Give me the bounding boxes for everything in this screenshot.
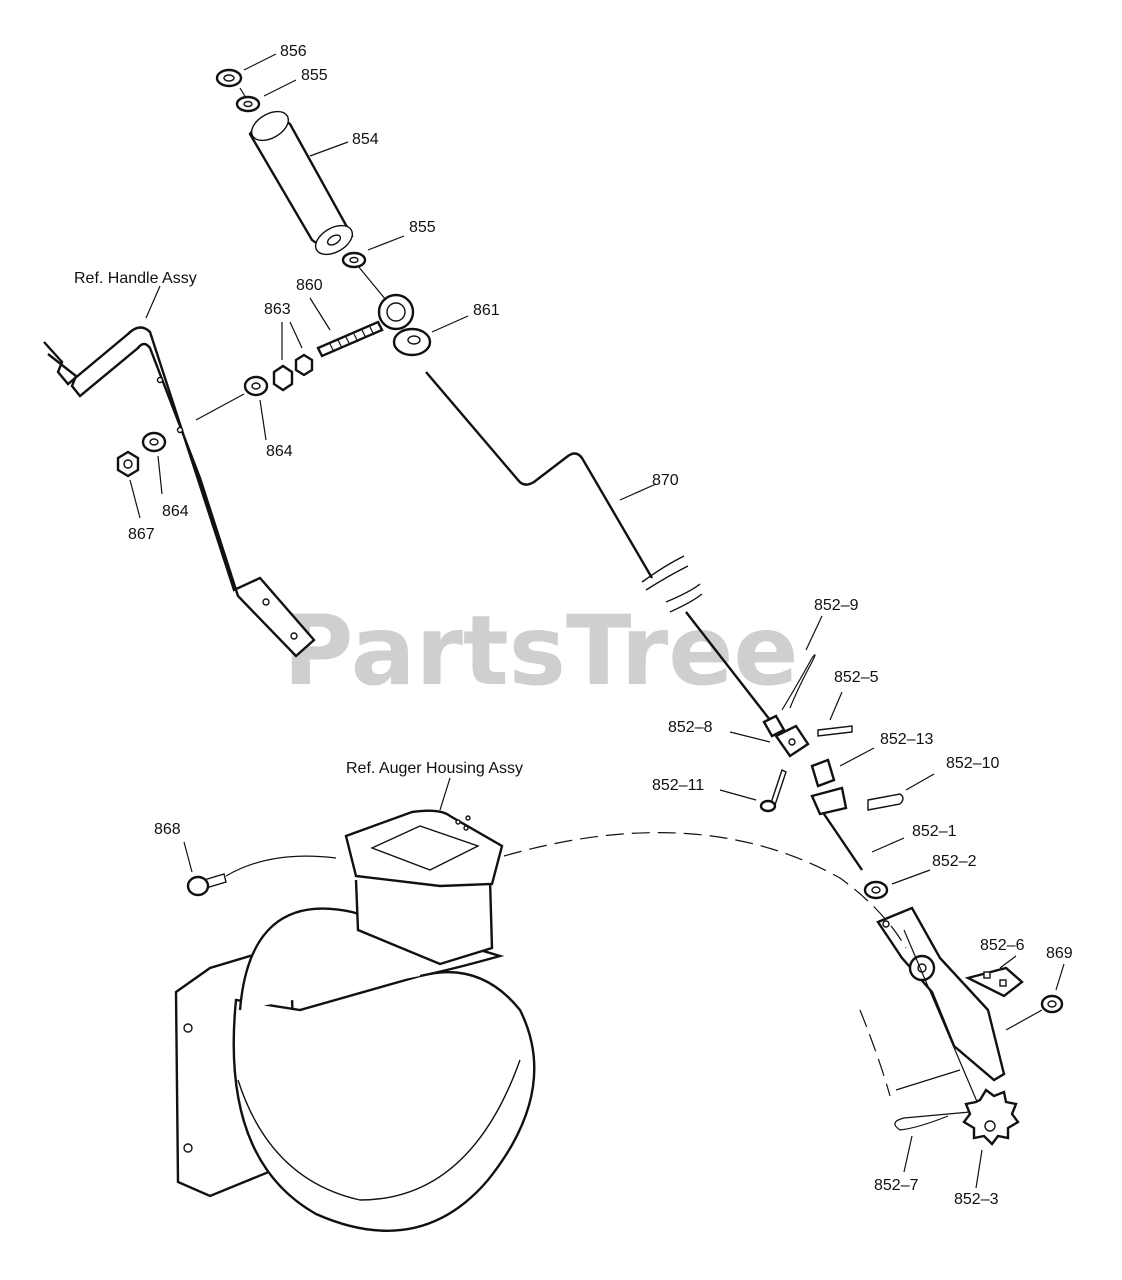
label-852-6: 852–6 (980, 937, 1025, 954)
washer-855-bottom (341, 251, 367, 269)
label-869: 869 (1046, 945, 1073, 962)
label-852-2: 852–2 (932, 853, 977, 870)
label-854: 854 (352, 131, 379, 148)
label-861: 861 (473, 302, 500, 319)
pin-852-10 (867, 793, 904, 811)
watermark: PartsTree (283, 595, 798, 707)
control-rod-870 (425, 371, 771, 721)
nut-869 (1040, 994, 1064, 1014)
label-852-1: 852–1 (912, 823, 957, 840)
label-ref-auger-housing-assy: Ref. Auger Housing Assy (346, 760, 523, 777)
label-ref-handle-assy: Ref. Handle Assy (74, 270, 197, 287)
washer-855-top (235, 95, 261, 113)
label-863: 863 (264, 301, 291, 318)
washer-864-right (243, 375, 269, 397)
label-867: 867 (128, 526, 155, 543)
auger-housing (174, 809, 536, 1232)
label-855-top: 855 (301, 67, 328, 84)
label-868: 868 (154, 821, 181, 838)
cotter-852-5 (817, 725, 853, 737)
nut-867 (116, 450, 140, 478)
label-870: 870 (652, 472, 679, 489)
bolt-868 (186, 873, 227, 897)
bracket-852-6 (876, 906, 1024, 1082)
gear-852-3 (962, 1088, 1020, 1146)
clip-852-7 (894, 1111, 971, 1131)
label-855-bottom: 855 (409, 219, 436, 236)
label-860: 860 (296, 277, 323, 294)
eyebolt-860 (316, 293, 415, 358)
label-864-left: 864 (162, 503, 189, 520)
label-852-9: 852–9 (814, 597, 859, 614)
bolt-852-11 (759, 769, 787, 813)
lower-clevis (810, 786, 863, 871)
label-852-13: 852–13 (880, 731, 933, 748)
bushing-861 (392, 327, 432, 357)
part-labels: 856 855 854 855 Ref. Handle Assy 860 863… (74, 43, 1073, 1208)
nuts-863 (272, 353, 314, 392)
label-852-5: 852–5 (834, 669, 879, 686)
clevis-852-8 (762, 714, 810, 758)
label-852-11: 852–11 (652, 777, 704, 794)
grip-854 (248, 110, 354, 256)
label-852-8: 852–8 (668, 719, 713, 736)
handle-assembly (43, 326, 316, 658)
block-852-13 (810, 758, 836, 788)
washer-856 (215, 68, 243, 88)
washer-852-2 (863, 880, 889, 900)
washer-864-left (141, 431, 167, 453)
label-864-right: 864 (266, 443, 293, 460)
label-852-3: 852–3 (954, 1191, 999, 1208)
hairpin-852-9 (781, 654, 816, 711)
leader-lines (129, 53, 1065, 1189)
label-852-10: 852–10 (946, 755, 999, 772)
label-852-7: 852–7 (874, 1177, 919, 1194)
label-856: 856 (280, 43, 307, 60)
